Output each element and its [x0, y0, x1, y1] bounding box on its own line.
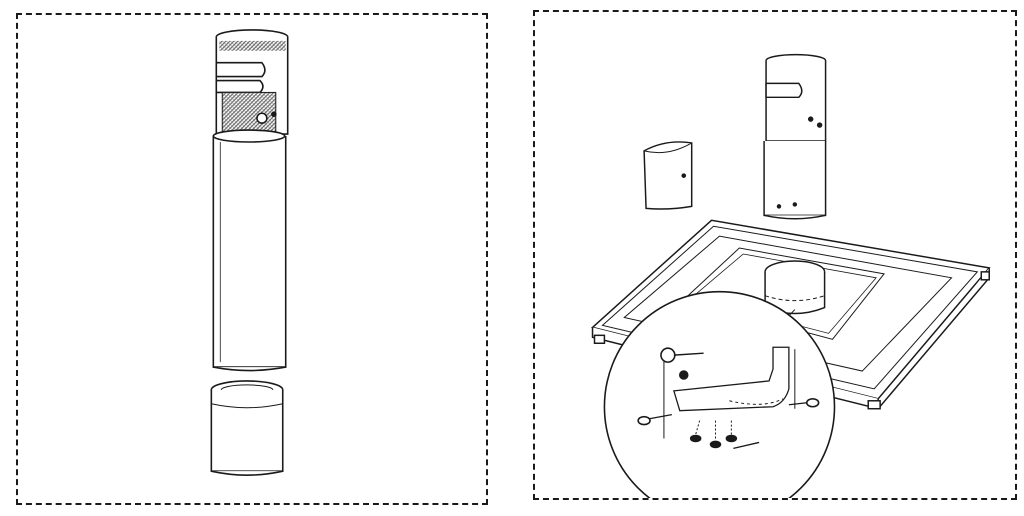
base-assembly-illustration	[590, 53, 991, 498]
bottom-sleeve	[210, 380, 284, 476]
detail-magnifier	[603, 290, 836, 498]
main-tube	[212, 129, 287, 372]
panel-base-assembly	[533, 10, 1017, 500]
pole-assembly-illustration	[210, 29, 289, 476]
panel-pole-assembly	[16, 13, 488, 505]
cover-shell	[643, 141, 693, 210]
upright-pole-piece	[763, 53, 827, 220]
central-boss	[764, 260, 826, 315]
